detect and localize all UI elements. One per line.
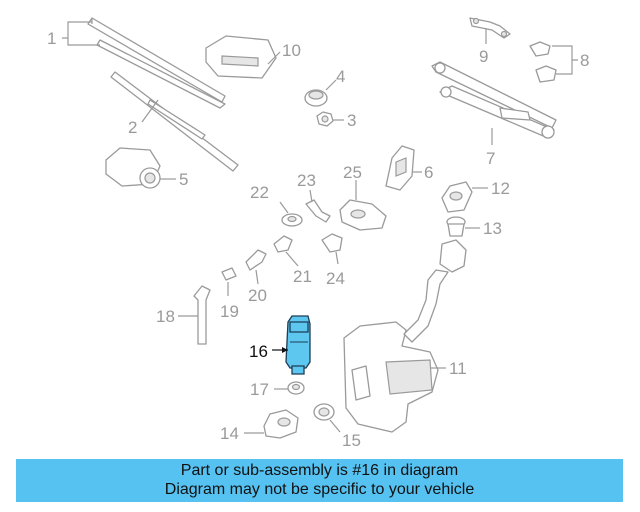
part-22-grommet bbox=[281, 213, 303, 227]
callout-17: 17 bbox=[250, 380, 269, 399]
callout-14: 14 bbox=[220, 424, 239, 443]
leader-22 bbox=[279, 201, 289, 214]
part-10-cover bbox=[205, 35, 277, 79]
callout-12: 12 bbox=[491, 179, 510, 198]
part-3-nut bbox=[316, 111, 334, 127]
callout-16: 16 bbox=[249, 342, 268, 361]
callout-15: 15 bbox=[342, 431, 361, 450]
callout-5: 5 bbox=[179, 170, 188, 189]
part-12-cap bbox=[441, 181, 473, 213]
part-17-grommet bbox=[287, 381, 305, 395]
callout-21: 21 bbox=[293, 267, 312, 286]
leader-21 bbox=[285, 251, 299, 267]
part-20-valve bbox=[245, 249, 267, 271]
part-14-nozzle bbox=[263, 409, 299, 439]
callout-2: 2 bbox=[128, 118, 137, 137]
part-18-hose bbox=[193, 285, 211, 345]
part-2-wiper-arm bbox=[110, 71, 239, 172]
part-13-strainer bbox=[446, 216, 466, 237]
leader-23 bbox=[309, 189, 313, 203]
info-banner-line-2: Diagram may not be specific to your vehi… bbox=[164, 481, 475, 498]
callout-7: 7 bbox=[486, 149, 495, 168]
callout-25: 25 bbox=[343, 163, 362, 182]
part-23-clip bbox=[305, 199, 331, 223]
part-9-bracket bbox=[469, 17, 511, 39]
callout-20: 20 bbox=[248, 286, 267, 305]
leader-20 bbox=[255, 269, 259, 285]
callout-10: 10 bbox=[282, 41, 301, 60]
part-15-seal bbox=[313, 403, 335, 421]
part-1-wiper-blade bbox=[87, 17, 226, 109]
leader-2 bbox=[141, 99, 159, 123]
info-banner-line-1: Part or sub-assembly is #16 in diagram bbox=[180, 462, 459, 479]
part-5-wiper-motor bbox=[105, 147, 161, 189]
callout-9: 9 bbox=[479, 47, 488, 66]
leader-1 bbox=[62, 21, 100, 46]
callout-19: 19 bbox=[220, 302, 239, 321]
callout-1: 1 bbox=[47, 29, 56, 48]
callout-22: 22 bbox=[250, 183, 269, 202]
part-16-washer-pump bbox=[285, 315, 311, 375]
leader-10 bbox=[267, 51, 281, 65]
info-banner: Part or sub-assembly is #16 in diagram D… bbox=[16, 459, 623, 502]
part-4-cap bbox=[304, 89, 328, 107]
leader-4 bbox=[325, 79, 337, 91]
callout-24: 24 bbox=[326, 269, 345, 288]
callout-4: 4 bbox=[336, 67, 345, 86]
callout-3: 3 bbox=[347, 111, 356, 130]
leader-8 bbox=[552, 45, 578, 75]
callout-8: 8 bbox=[580, 51, 589, 70]
leader-15 bbox=[329, 419, 341, 433]
part-19-plug bbox=[221, 267, 237, 281]
part-8-bushing bbox=[529, 41, 557, 83]
leader-24 bbox=[335, 251, 339, 265]
part-11-reservoir bbox=[343, 239, 467, 433]
callout-13: 13 bbox=[483, 219, 502, 238]
callout-6: 6 bbox=[424, 163, 433, 182]
leader-16-arrowhead bbox=[282, 347, 288, 353]
part-6-mount bbox=[385, 145, 415, 191]
callout-18: 18 bbox=[156, 307, 175, 326]
part-21-fitting bbox=[273, 235, 293, 253]
callout-23: 23 bbox=[297, 171, 316, 190]
part-24-connector bbox=[321, 233, 343, 253]
callout-11: 11 bbox=[449, 359, 467, 378]
part-25-cover bbox=[339, 199, 387, 231]
part-7-linkage bbox=[431, 61, 557, 139]
